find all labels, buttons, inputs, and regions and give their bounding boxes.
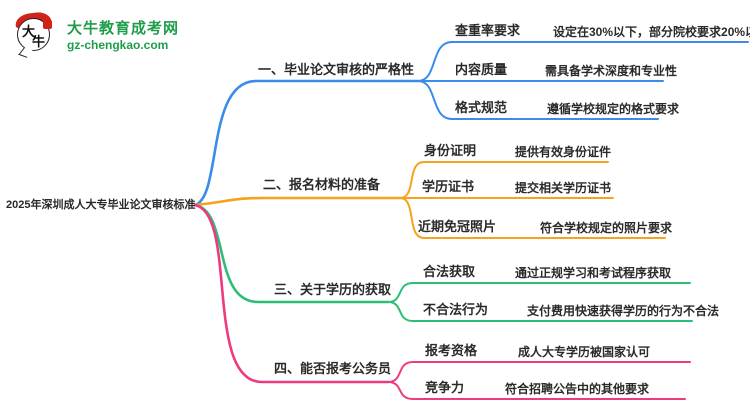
branch-4-child-2-line [387,381,686,400]
leaf-desc: 成人大专学历被国家认可 [518,345,651,359]
branch-4-line [193,203,390,384]
logo-text: 大牛教育成考网 gz-chengkao.com [67,20,179,52]
branch-2-line [193,196,402,207]
branch-4-child-1-line [387,361,691,383]
leaf-desc: 提交相关学历证书 [515,181,612,195]
leaf-label: 学历证书 [422,179,475,194]
leaf-label: 竞争力 [425,380,465,395]
branch-2-child-3-line [399,197,666,239]
leaf-label: 不合法行为 [423,302,489,317]
leaf-desc: 需具备学术深度和专业性 [545,64,678,78]
leaf-label: 近期免冠照片 [418,219,497,234]
branch-3-title: 三、关于学历的获取 [274,282,392,297]
leaf-desc: 支付费用快速获得学历的行为不合法 [527,304,720,318]
logo-char-top: 大 [22,24,36,39]
leaf-label: 报考资格 [425,343,478,358]
leaf-desc: 符合学校规定的照片要求 [540,221,673,235]
leaf-label: 查重率要求 [455,23,521,38]
leaf-desc: 遵循学校规定的格式要求 [547,102,680,116]
leaf-label: 内容质量 [455,62,508,77]
leaf-label: 身份证明 [424,143,477,158]
branch-2-title: 二、报名材料的准备 [263,177,381,192]
leaf-desc: 通过正规学习和考试程序获取 [515,266,672,280]
branch-3-child-2-line [387,301,693,322]
branch-1-title: 一、毕业论文审核的严格性 [258,62,415,77]
logo-seal [43,20,52,29]
leaf-desc: 符合招聘公告中的其他要求 [505,382,650,396]
site-logo[interactable]: 大 牛 大牛教育成考网 gz-chengkao.com [14,10,179,59]
brand-domain: gz-chengkao.com [67,38,169,52]
logo-char-bottom: 牛 [32,34,46,49]
branch-2-child-1-line [399,161,609,199]
branch-4-title: 四、能否报考公务员 [274,361,392,376]
brand-name: 大牛教育成考网 [67,20,180,37]
branch-1-child-1-line [417,41,749,82]
leaf-label: 合法获取 [423,264,476,279]
leaf-desc: 提供有效身份证件 [515,145,612,159]
logo-mark-icon: 大 牛 [14,10,60,59]
leaf-desc: 设定在30%以下，部分院校要求20%以内 [553,25,750,39]
branch-1-line [193,79,420,207]
branch-1-child-3-line [417,80,659,120]
root-node: 2025年深圳成人大专毕业论文审核标准 [6,199,196,211]
leaf-label: 格式规范 [455,100,508,115]
branch-3-child-1-line [387,282,691,303]
